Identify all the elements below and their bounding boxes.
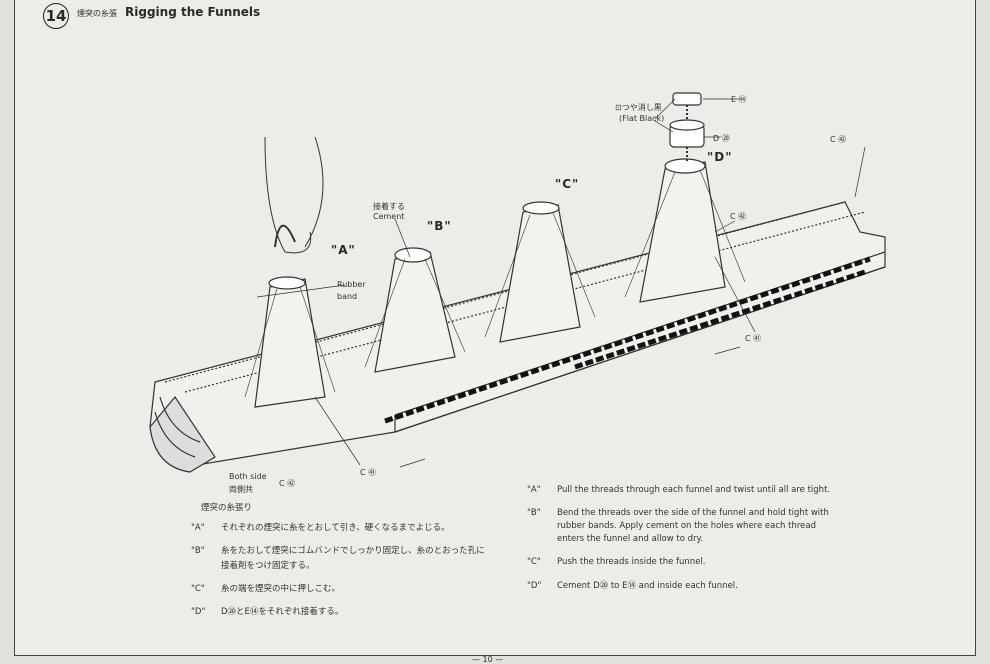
instructions-jp-heading: 煙突の糸張り [201,503,253,513]
part-c42-label-mid: C ㊷ [730,212,747,221]
part-c41-label-right: C ㊶ [745,334,762,343]
both-side-label-jp: 両側共 [229,485,253,494]
instruction-jp-b: "B"糸をたおして煙突にゴムバンドでしっかり固定し、糸のとおった孔に接着剤をつけ… [191,546,485,571]
page-title: Rigging the Funnels [125,5,261,19]
rubber-band-label-1: Rubber [337,280,366,289]
instruction-jp-c: "C"糸の端を煙突の中に押しこむ。 [191,584,341,594]
instruction-jp-a: "A"それぞれの煙突に糸をとおして引き、硬くなるまでよじる。 [191,523,450,533]
instruction-en-c: "C"Push the threads inside the funnel. [527,557,706,567]
label-b: "B" [427,219,452,233]
flat-black-label-en: (Flat Black) [619,114,665,123]
instruction-en-a: "A"Pull the threads through each funnel … [527,485,831,495]
part-c42-label-bottom: C ㊷ [279,479,296,488]
page-number: — 10 — [472,655,504,664]
ship-illustration [149,92,886,473]
step-number: 14 [43,3,69,29]
both-side-label-en: Both side [229,472,267,481]
cement-label-jp: 接着する [373,202,405,211]
part-c42-label-top: C ㊷ [830,135,847,144]
title-jp: 煙突の糸張 [77,9,117,18]
part-c41-label-left: C ㊶ [360,468,377,477]
label-a: "A" [331,243,356,257]
instruction-page: 14 煙突の糸張 Rigging the Funnels [14,0,976,656]
instruction-en-b: "B"Bend the threads over the side of the… [527,508,829,544]
part-e14-label: E ⑭ [731,95,747,104]
label-d: "D" [707,150,733,164]
cement-label-en: Cement [373,212,405,221]
part-d20-label: D ⑳ [713,134,730,143]
instruction-en-d: "D"Cement D⑳ to E⑭ and inside each funne… [527,581,738,591]
instruction-jp-d: "D"D⑳とE⑭をそれぞれ接着する。 [191,607,344,617]
flat-black-label-jp: ⊡つや消し黒 [615,103,662,112]
rubber-band-label-2: band [337,292,358,301]
label-c: "C" [555,177,580,191]
